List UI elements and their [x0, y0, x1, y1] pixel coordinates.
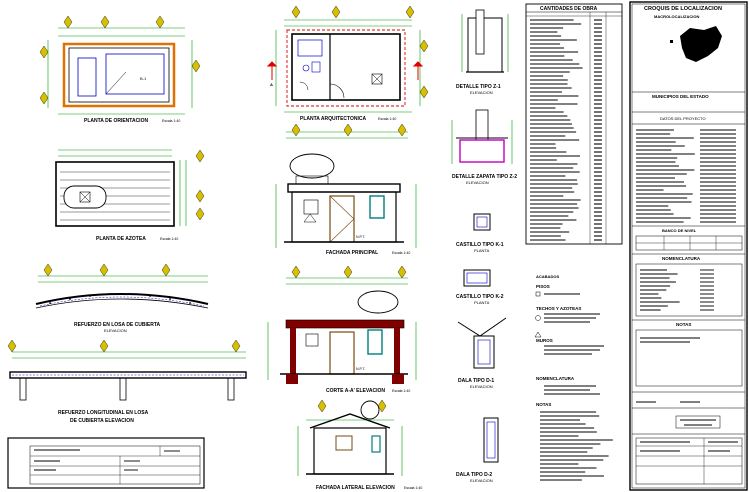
castillo-k1-title: CASTILLO TIPO K-1 — [456, 242, 504, 248]
detalle-z1-subtitle: ELEVACION — [470, 90, 493, 95]
muros-heading: MUROS — [536, 338, 553, 343]
npt-label-2: N.P.T. — [356, 367, 365, 371]
croquis-title: CROQUIS DE LOCALIZACION — [644, 6, 722, 12]
municipio-title: MUNICIPIOS DEL ESTADO — [652, 94, 709, 99]
nomenclatura-block-title: NOMENCLATURA — [662, 256, 701, 261]
refuerzo-losa-cubierta: REFUERZO EN LOSA DE CUBIERTA ELEVACION — [35, 263, 209, 333]
datos-title: DATOS DEL PROYECTO — [660, 116, 706, 121]
dala-d1-title: DALA TIPO D-1 — [458, 378, 494, 384]
dala-d2-subtitle: ELEVACION — [470, 478, 493, 483]
planta-orientacion-title: PLANTA DE ORIENTACION — [84, 118, 148, 124]
planta-orientacion-scale: Escala 1:40 — [162, 119, 180, 123]
fachada-principal-title: FACHADA PRINCIPAL — [326, 250, 378, 256]
detalle-z1-title: DETALLE TIPO Z-1 — [456, 84, 501, 90]
corte-aa-title: CORTE A-A' ELEVACION — [326, 388, 385, 394]
dala-d1-subtitle: ELEVACION — [470, 384, 493, 389]
planta-azotea-scale: Escala 1:40 — [160, 237, 178, 241]
planta-arquitectonica-scale: Escala 1:40 — [378, 117, 396, 121]
title-block: CROQUIS DE LOCALIZACION MACROLOCALIZACIO… — [629, 1, 748, 491]
planta-arquitectonica: A PLANTA ARQUITECTONICA Escala 1:40 — [266, 5, 429, 122]
room-label: B-1 — [140, 76, 147, 81]
corte-aa: N.P.T. CORTE A-A' ELEVACION Escala 1:40 — [267, 265, 417, 394]
notas-block-title: NOTAS — [676, 322, 691, 327]
pisos-heading: PISOS — [536, 284, 550, 289]
detalles-estructurales: DETALLE TIPO Z-1 ELEVACION DETALLE ZAPAT… — [451, 9, 517, 483]
detalle-z2-title: DETALLE ZAPATA TIPO Z-2 — [452, 174, 517, 180]
fachada-lateral: FACHADA LATERAL ELEVACION Escala 1:40 — [297, 399, 422, 491]
detalle-z2-subtitle: ELEVACION — [466, 180, 489, 185]
nomenclatura-heading: NOMENCLATURA — [536, 376, 575, 381]
notas-heading: NOTAS — [536, 402, 551, 407]
techos-heading: TECHOS Y AZOTEAS — [536, 306, 581, 311]
banco-title: BANCO DE NIVEL — [662, 228, 697, 233]
npt-label-1: N.P.T. — [356, 235, 365, 239]
planta-arquitectonica-title: PLANTA ARQUITECTONICA — [300, 116, 366, 122]
fachada-lateral-scale: Escala 1:40 — [404, 486, 422, 490]
dala-d2-title: DALA TIPO D-2 — [456, 472, 492, 478]
notas-acabados: ACABADOS PISOS TECHOS Y AZOTEAS MUROS NO… — [534, 274, 613, 481]
planta-orientacion: B-1 PLANTA DE ORIENTACION Escala 1:40 — [39, 15, 201, 124]
castillo-k1-subtitle: PLANTA — [474, 248, 490, 253]
quantities-title: CANTIDADES DE OBRA — [540, 6, 598, 12]
refuerzo-longitudinal-title-1: REFUERZO LONGITUDINAL EN LOSA — [58, 410, 149, 416]
planta-azotea: PLANTA DE AZOTEA Escala 1:40 — [55, 149, 205, 242]
cantidades-de-obra: CANTIDADES DE OBRA — [525, 3, 623, 245]
section-mark-a: A — [270, 82, 273, 87]
refuerzo-cubierta-title: REFUERZO EN LOSA DE CUBIERTA — [74, 322, 161, 328]
bottom-left-stamp — [7, 437, 205, 489]
macro-title: MACROLOCALIZACION — [654, 14, 699, 19]
refuerzo-longitudinal: REFUERZO LONGITUDINAL EN LOSA DE CUBIERT… — [7, 339, 247, 424]
refuerzo-longitudinal-title-2: DE CUBIERTA ELEVACION — [70, 418, 134, 424]
planta-azotea-title: PLANTA DE AZOTEA — [96, 236, 146, 242]
acabados-heading: ACABADOS — [536, 274, 559, 279]
castillo-k2-subtitle: PLANTA — [474, 300, 490, 305]
refuerzo-cubierta-subtitle: ELEVACION — [104, 328, 127, 333]
castillo-k2-title: CASTILLO TIPO K-2 — [456, 294, 504, 300]
fachada-principal: N.P.T. FACHADA PRINCIPAL Escala 1:40 — [275, 123, 417, 256]
corte-aa-scale: Escala 1:40 — [392, 389, 410, 393]
fachada-lateral-title: FACHADA LATERAL ELEVACION — [316, 485, 395, 491]
fachada-principal-scale: Escala 1:40 — [392, 251, 410, 255]
